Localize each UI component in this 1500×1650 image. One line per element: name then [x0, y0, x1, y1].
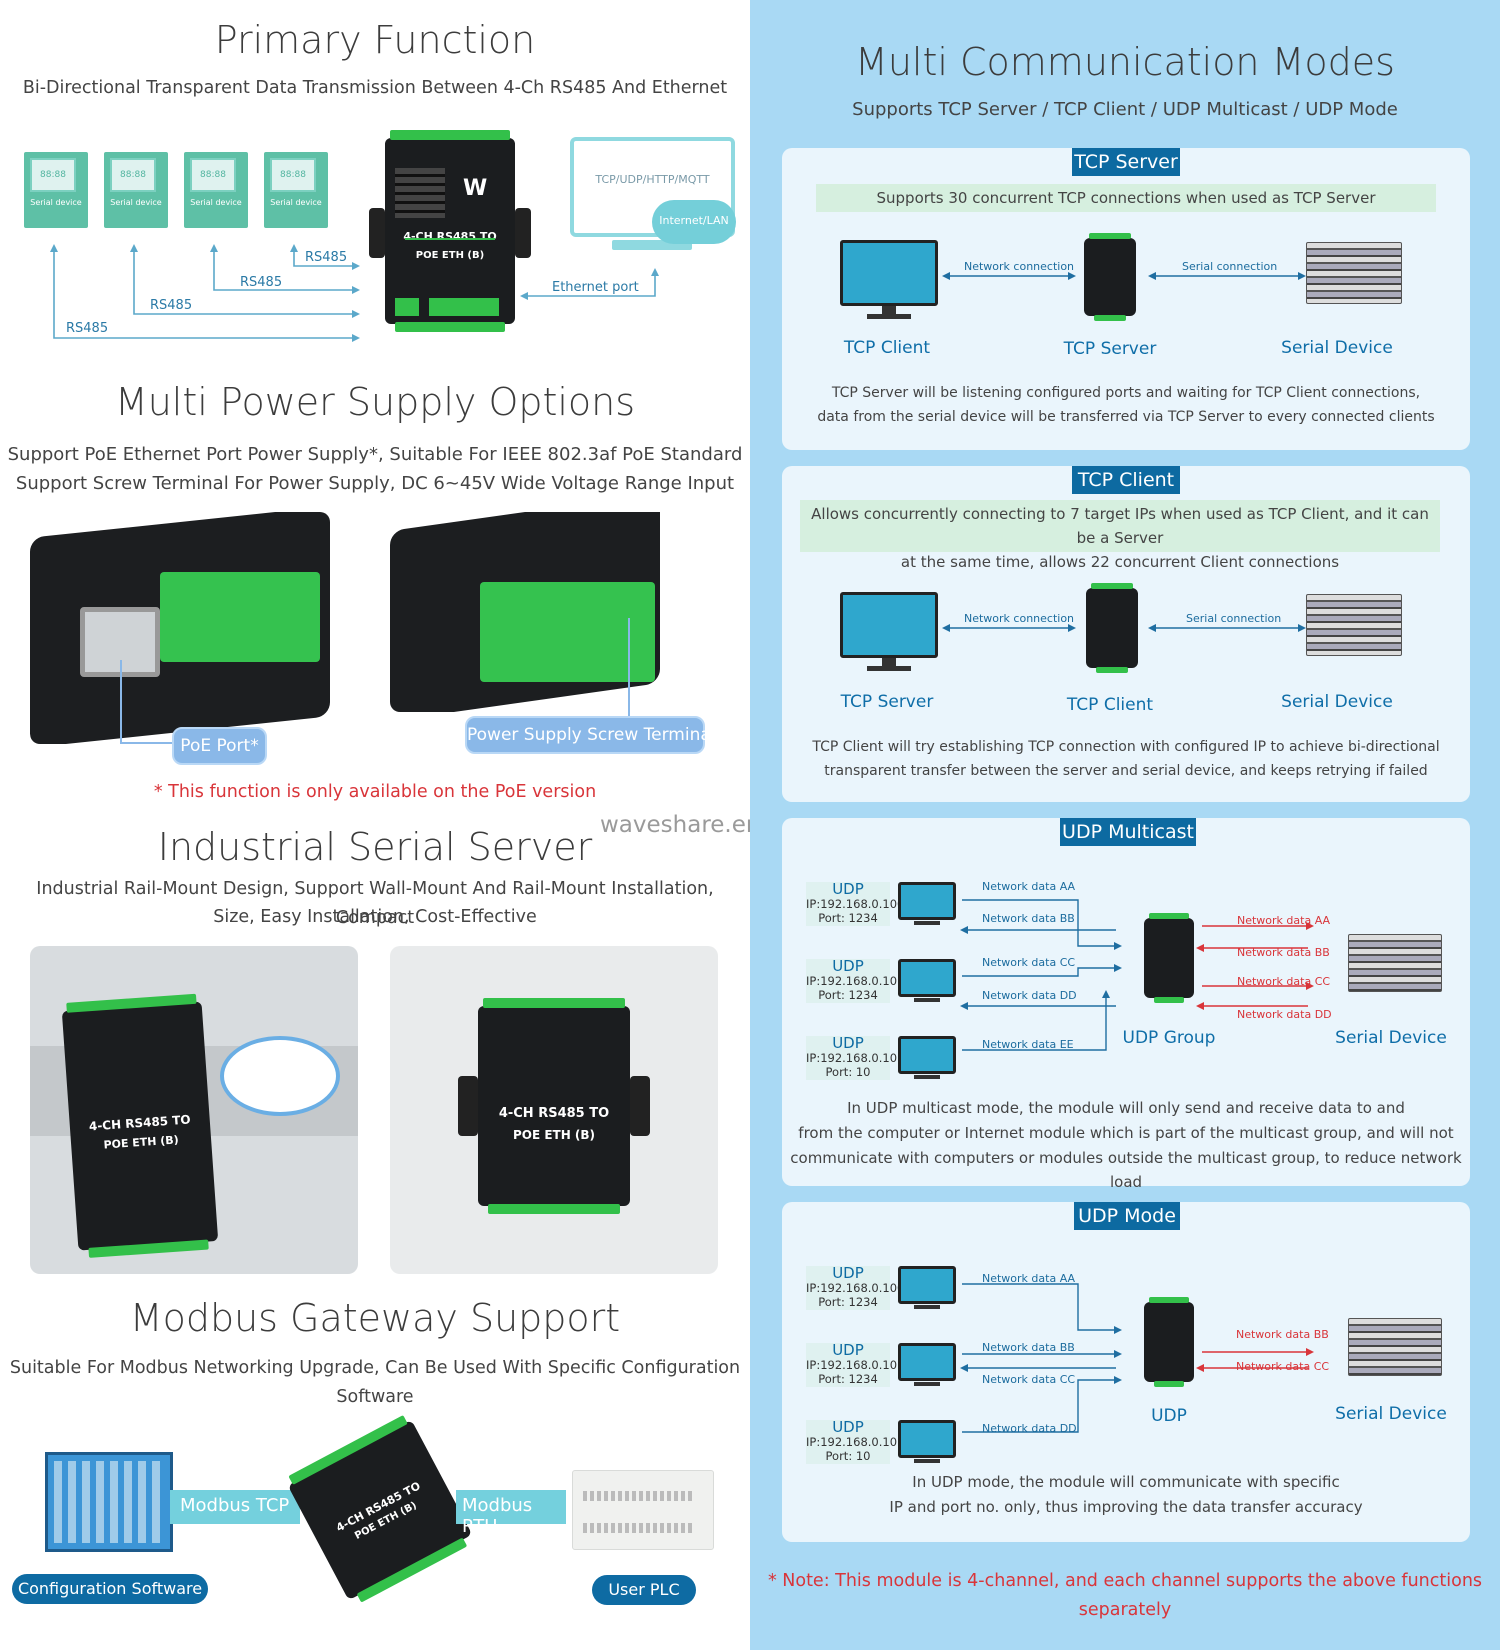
tcp-client-title: TCP Client — [1072, 466, 1180, 494]
tcp-client-right-label: Serial Device — [1281, 692, 1393, 712]
serial-device-1: 88:88 Serial device — [24, 152, 88, 228]
tcp-client-banner: Allows concurrently connecting to 7 targ… — [800, 500, 1440, 571]
server-rack-icon — [1306, 594, 1402, 656]
server-rack-icon — [1348, 934, 1442, 992]
modbus-line2: Software — [336, 1387, 414, 1407]
rs485-label-4: RS485 — [66, 321, 109, 336]
tcp-server-banner: Supports 30 concurrent TCP connections w… — [816, 184, 1436, 212]
tcp-server-panel: TCP Server Supports 30 concurrent TCP co… — [782, 148, 1470, 450]
tcp-server-center-label: TCP Server — [1063, 339, 1157, 359]
modbus-title: Modbus Gateway Support — [129, 1296, 621, 1340]
rs485-device: W 4-CH RS485 TO POE ETH (B) — [369, 130, 531, 332]
right-column: Multi Communication Modes Supports TCP S… — [750, 0, 1500, 1650]
tcp-server-left-label: TCP Client — [843, 338, 931, 358]
poe-note: * This function is only available on the… — [153, 782, 597, 802]
monitor-icon — [898, 882, 956, 920]
plc-device — [572, 1470, 714, 1550]
waveshare-logo: W — [463, 176, 488, 201]
industrial-title: Industrial Serial Server — [157, 825, 593, 869]
monitor-icon — [898, 1036, 956, 1074]
rs485-label-2: RS485 — [240, 275, 283, 290]
screw-terminal-photo — [390, 512, 695, 712]
tcp-client-panel: TCP Client Allows concurrently connectin… — [782, 466, 1470, 802]
primary-subtitle: Bi-Directional Transparent Data Transmis… — [22, 78, 728, 98]
cloud-icon: Internet/LAN — [652, 200, 736, 244]
modbus-rtu-band: Modbus RTU — [456, 1490, 566, 1537]
ethernet-port-label: Ethernet port — [552, 280, 639, 295]
udp-group-label: UDP Group — [1122, 1028, 1216, 1048]
serial-device-2: 88:88 Serial device — [104, 152, 168, 228]
rs485-label-1: RS485 — [305, 250, 348, 265]
udp-multicast-title: UDP Multicast — [1060, 818, 1196, 846]
modbus-device: 4-CH RS485 TO POE ETH (B) — [287, 1415, 473, 1603]
tcp-server-right-label: Serial Device — [1281, 338, 1393, 358]
rs485-lines — [50, 244, 360, 342]
module-icon — [1084, 233, 1136, 321]
monitor-icon — [898, 1266, 956, 1304]
udp-multicast-panel: UDP Multicast UDP IP:192.168.0.100 Port:… — [782, 818, 1470, 1191]
udp-multicast-arrows — [960, 899, 1314, 1051]
poe-photo — [30, 512, 330, 744]
wall-mount-photo: 4-CH RS485 TO POE ETH (B) — [390, 946, 718, 1274]
configuration-software-button[interactable]: Configuration Software — [12, 1574, 208, 1604]
power-title: Multi Power Supply Options — [114, 380, 636, 424]
server-rack-icon — [1348, 1318, 1442, 1376]
rail-mount-photo: 4-CH RS485 TO POE ETH (B) — [30, 946, 358, 1274]
udp-center-label: UDP — [1151, 1406, 1187, 1426]
module-icon — [1086, 583, 1138, 673]
serial-device-4: 88:88 Serial device — [264, 152, 328, 228]
modbus-line1: Suitable For Modbus Networking Upgrade, … — [9, 1358, 741, 1378]
user-plc-button[interactable]: User PLC — [592, 1575, 696, 1605]
industrial-line2: Size, Easy Installation, Cost-Effective — [213, 907, 537, 927]
modbus-tcp-band: Modbus TCP — [170, 1490, 300, 1524]
power-line2: Support Screw Terminal For Power Supply,… — [15, 473, 735, 494]
modes-note-line1: * Note: This module is 4-channel, and ea… — [767, 1571, 1483, 1591]
udp-mode-panel: UDP Mode UDP IP:192.168.0.100 Port: 1234… — [782, 1202, 1470, 1542]
module-icon — [1144, 1297, 1194, 1387]
tcp-client-center-label: TCP Client — [1066, 695, 1154, 715]
tcp-client-left-label: TCP Server — [840, 692, 934, 712]
ethernet-line — [520, 268, 659, 300]
udp-mode-right-label: Serial Device — [1335, 1404, 1447, 1424]
modes-title: Multi Communication Modes — [855, 40, 1395, 84]
modes-subtitle: Supports TCP Server / TCP Client / UDP M… — [852, 99, 1398, 120]
monitor-icon — [840, 240, 938, 306]
screw-terminal-badge: Power Supply Screw Terminal — [465, 716, 716, 754]
server-rack-icon — [1306, 242, 1402, 304]
udp-mode-arrows — [960, 1283, 1314, 1433]
poe-port-badge: PoE Port* — [172, 727, 267, 765]
tcp-server-title: TCP Server — [1072, 148, 1180, 176]
monitor-icon — [898, 959, 956, 997]
module-icon — [1144, 913, 1194, 1003]
monitor-icon — [898, 1343, 956, 1381]
udp-multicast-right-label: Serial Device — [1335, 1028, 1447, 1048]
primary-title: Primary Function — [214, 18, 536, 62]
serial-device-3: 88:88 Serial device — [184, 152, 248, 228]
monitor-icon — [840, 592, 938, 658]
udp-mode-title: UDP Mode — [1074, 1202, 1180, 1230]
tcp-server-arrows — [942, 272, 1306, 280]
config-software-screenshot — [45, 1452, 173, 1552]
power-line1: Support PoE Ethernet Port Power Supply*,… — [7, 444, 743, 465]
industrial-line1: Industrial Rail-Mount Design, Support Wa… — [36, 879, 714, 928]
left-column: Primary Function Bi-Directional Transpar… — [7, 18, 743, 1605]
tcp-client-arrows — [942, 624, 1306, 632]
monitor-icon — [898, 1420, 956, 1458]
modes-note-line2: separately — [1078, 1600, 1172, 1620]
rs485-label-3: RS485 — [150, 298, 193, 313]
